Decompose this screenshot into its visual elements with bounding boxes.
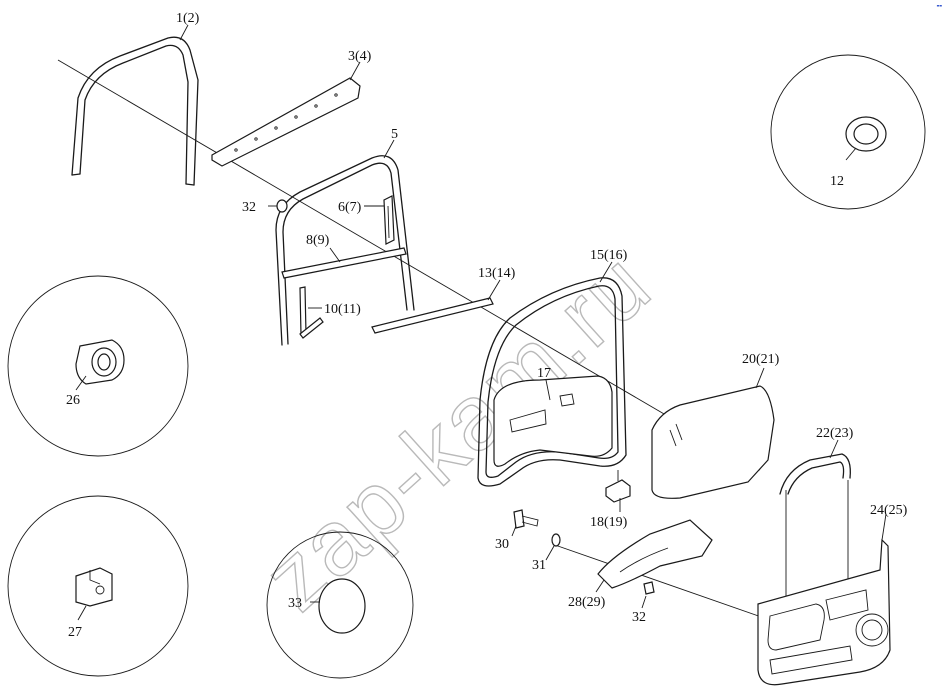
label-part-20-21: 20(21) [742, 352, 780, 367]
detail-circle-33 [266, 531, 414, 679]
part-belt-strip [281, 247, 407, 279]
leader-lines [179, 24, 887, 609]
part-plug-lower [643, 581, 655, 595]
part-run-channel [71, 36, 199, 186]
part-latch-bracket [605, 470, 631, 503]
label-part-27: 27 [68, 625, 82, 640]
part-door-frame-seal [275, 155, 415, 346]
part-washer [551, 533, 561, 547]
detail-circle-27 [7, 495, 189, 677]
assembly-axis [57, 59, 849, 621]
label-part-30: 30 [495, 537, 509, 552]
label-part-32-upper: 32 [242, 200, 256, 215]
label-part-33: 33 [288, 596, 302, 611]
label-part-31: 31 [532, 558, 546, 573]
label-part-12: 12 [830, 174, 844, 189]
label-part-8-9: 8(9) [306, 233, 330, 248]
label-part-24-25: 24(25) [870, 503, 908, 518]
part-trim-panel [757, 538, 891, 686]
part-door-seal [477, 277, 627, 487]
part-belt-moulding [371, 297, 494, 334]
label-part-28-29: 28(29) [568, 595, 606, 610]
part-labels: 1(2) 3(4) 5 32 6(7) 8(9) 10(11) 12 13(14… [66, 11, 908, 640]
part-armrest-bracket [597, 519, 713, 589]
detail-circle-26 [7, 275, 189, 457]
part-bolt [513, 509, 539, 529]
part-inner-handle [779, 453, 851, 495]
label-part-32-lower: 32 [632, 610, 646, 625]
part-guide-channel [299, 286, 324, 339]
label-part-26: 26 [66, 393, 80, 408]
part-inner-panel [493, 375, 613, 467]
part-reinforcement-strip [211, 77, 361, 167]
label-part-1-2: 1(2) [176, 11, 200, 26]
part-door-glass [651, 385, 775, 499]
part-vent-bracket [383, 195, 395, 245]
label-part-6-7: 6(7) [338, 200, 362, 215]
label-part-13-14: 13(14) [478, 266, 516, 281]
corner-mark: ╍ [936, 2, 942, 12]
part-plug-upper [276, 199, 288, 213]
label-part-15-16: 15(16) [590, 248, 628, 263]
label-part-22-23: 22(23) [816, 426, 854, 441]
label-part-10-11: 10(11) [324, 302, 361, 317]
label-part-5: 5 [391, 127, 398, 142]
label-part-17: 17 [537, 366, 551, 381]
label-part-18-19: 18(19) [590, 515, 628, 530]
label-part-3-4: 3(4) [348, 49, 372, 64]
detail-circle-12 [770, 54, 926, 210]
